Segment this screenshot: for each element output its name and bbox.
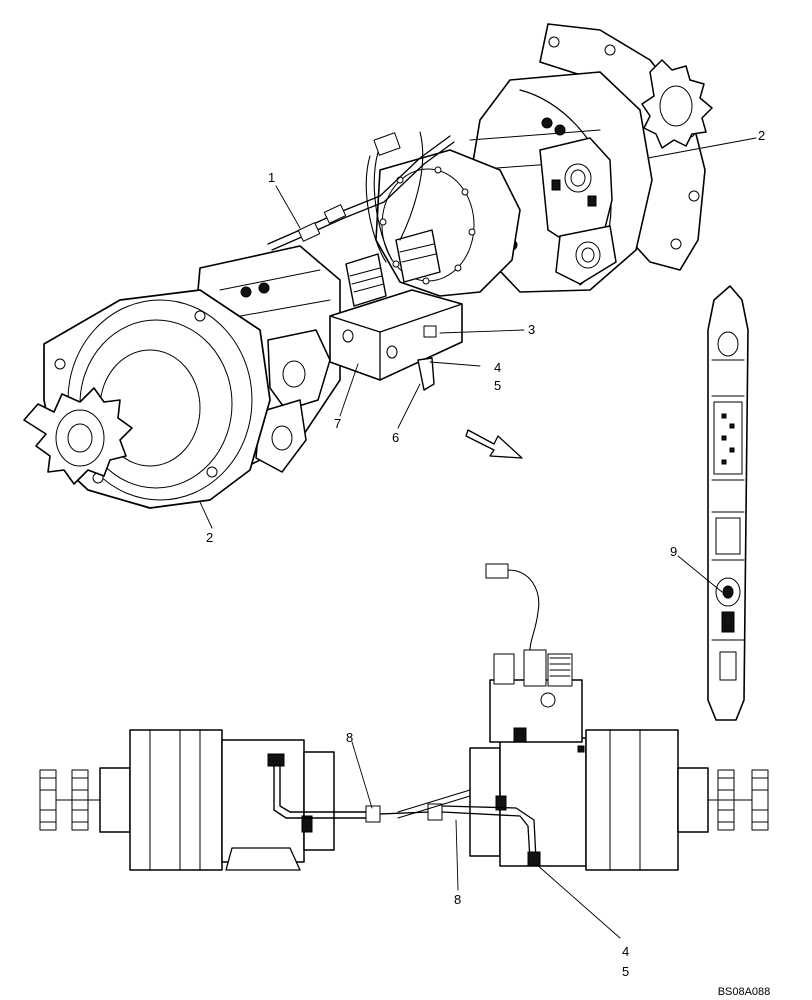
hydraulic-lines — [267, 131, 455, 263]
callout-2-bottom-left: 2 — [206, 530, 213, 545]
callout-1: 1 — [268, 170, 275, 185]
drive-assembly-elevation — [39, 563, 769, 871]
left-drive-sprocket — [23, 387, 133, 485]
callout-5-lower: 5 — [622, 964, 629, 979]
center-gear-hub — [375, 149, 521, 297]
callout-5-upper: 5 — [494, 378, 501, 393]
leader-lines — [199, 137, 757, 939]
callout-7: 7 — [334, 416, 341, 431]
right-drive-sprocket — [641, 59, 713, 149]
right-motor-elevation — [469, 729, 709, 871]
tube-lines — [267, 753, 541, 867]
control-handle-assembly — [707, 285, 749, 721]
drive-assembly-isometric — [23, 23, 713, 509]
callout-4-upper: 4 — [494, 360, 501, 375]
brake-valve-block — [329, 229, 463, 391]
callout-labels: 1 2 3 4 5 6 7 2 9 8 8 4 5 BS08A088 — [206, 128, 770, 998]
right-sprocket-elevation — [707, 769, 769, 831]
callout-9: 9 — [670, 544, 677, 559]
direction-arrow — [465, 429, 523, 459]
left-motor-elevation — [99, 729, 335, 871]
callout-2-top-right: 2 — [758, 128, 765, 143]
callout-3: 3 — [528, 322, 535, 337]
callout-8-upper: 8 — [346, 730, 353, 745]
callout-4-lower: 4 — [622, 944, 629, 959]
figure-code: BS08A088 — [718, 986, 771, 998]
right-port-block — [506, 117, 617, 285]
left-sprocket-elevation — [39, 769, 101, 831]
valve-elevation — [485, 563, 583, 743]
callout-6: 6 — [392, 430, 399, 445]
callout-8-lower: 8 — [454, 892, 461, 907]
